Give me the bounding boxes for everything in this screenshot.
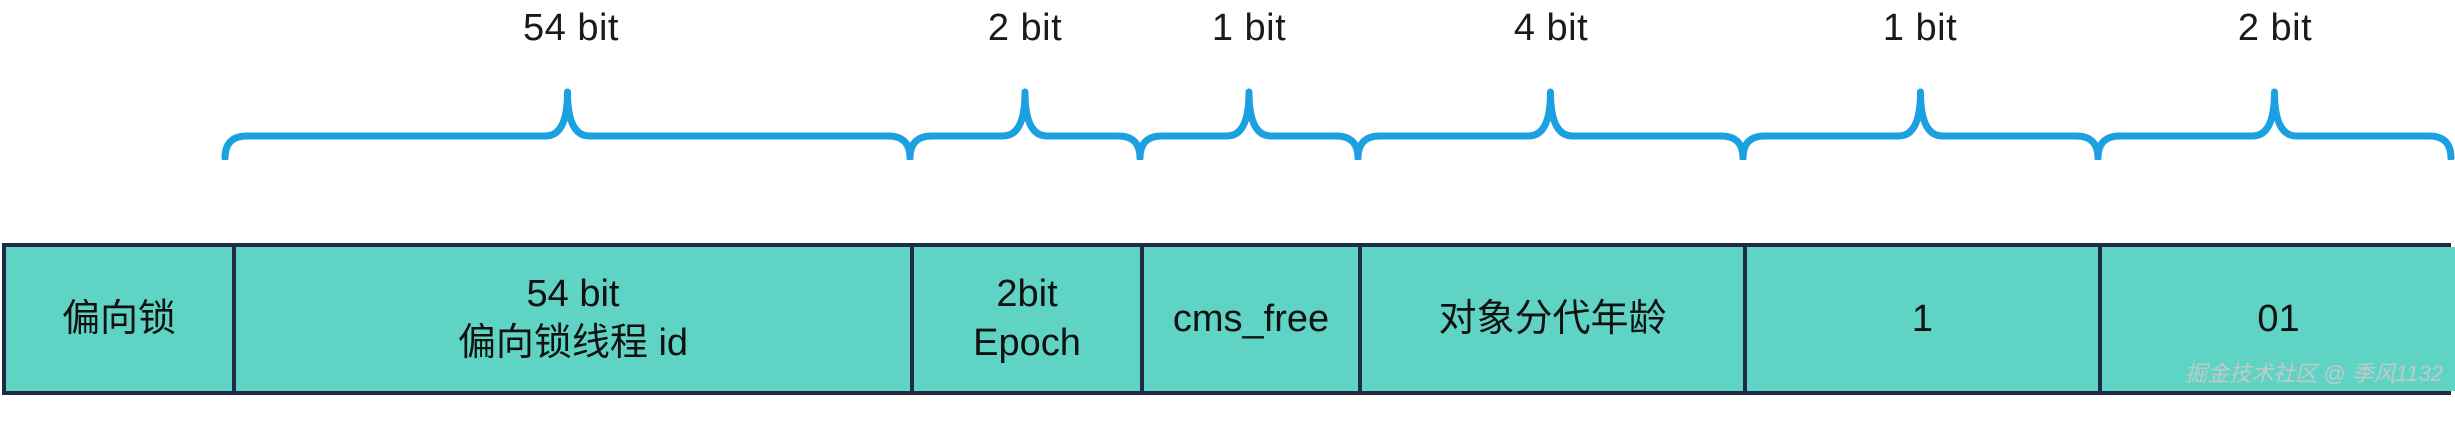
- cell-biased-lock: 偏向锁: [6, 247, 236, 391]
- cell-text: cms_free: [1172, 297, 1330, 340]
- cell-text: 1: [1911, 297, 1934, 340]
- cell-biased-flag: 1: [1747, 247, 2102, 391]
- cell-text: Epoch: [973, 322, 1081, 364]
- brace-54-bit: [221, 88, 914, 160]
- cell-text: 2bit: [996, 273, 1058, 315]
- bit-width-label: 4 bit: [1513, 7, 1589, 49]
- brace-1-bit-cms: [1136, 88, 1362, 160]
- cell-thread-id: 54 bit 偏向锁线程 id: [236, 247, 914, 391]
- brace-4-bit: [1354, 88, 1747, 160]
- cell-text: 偏向锁线程 id: [457, 322, 689, 364]
- brace-2-bit-lock: [2094, 88, 2455, 160]
- cell-object-age: 对象分代年龄: [1362, 247, 1747, 391]
- watermark: 掘金技术社区 @ 季风1132: [2185, 361, 2443, 386]
- cell-cms-free: cms_free: [1144, 247, 1362, 391]
- bit-width-label: 2 bit: [2237, 7, 2313, 49]
- cell-text: 54 bit: [526, 273, 620, 315]
- brace-2-bit: [906, 88, 1144, 160]
- cell-text: 01: [2257, 297, 2300, 340]
- bit-width-label: 54 bit: [523, 7, 619, 49]
- cell-text: 对象分代年龄: [1438, 297, 1667, 340]
- cell-text: 偏向锁: [61, 297, 176, 340]
- brace-1-bit-flag: [1739, 88, 2102, 160]
- bit-width-label: 2 bit: [987, 7, 1063, 49]
- brace-connectors: [221, 88, 2455, 160]
- bit-width-label: 1 bit: [1882, 7, 1958, 49]
- cell-lock-flag: 01 掘金技术社区 @ 季风1132: [2102, 247, 2455, 391]
- bit-width-label: 1 bit: [1211, 7, 1287, 49]
